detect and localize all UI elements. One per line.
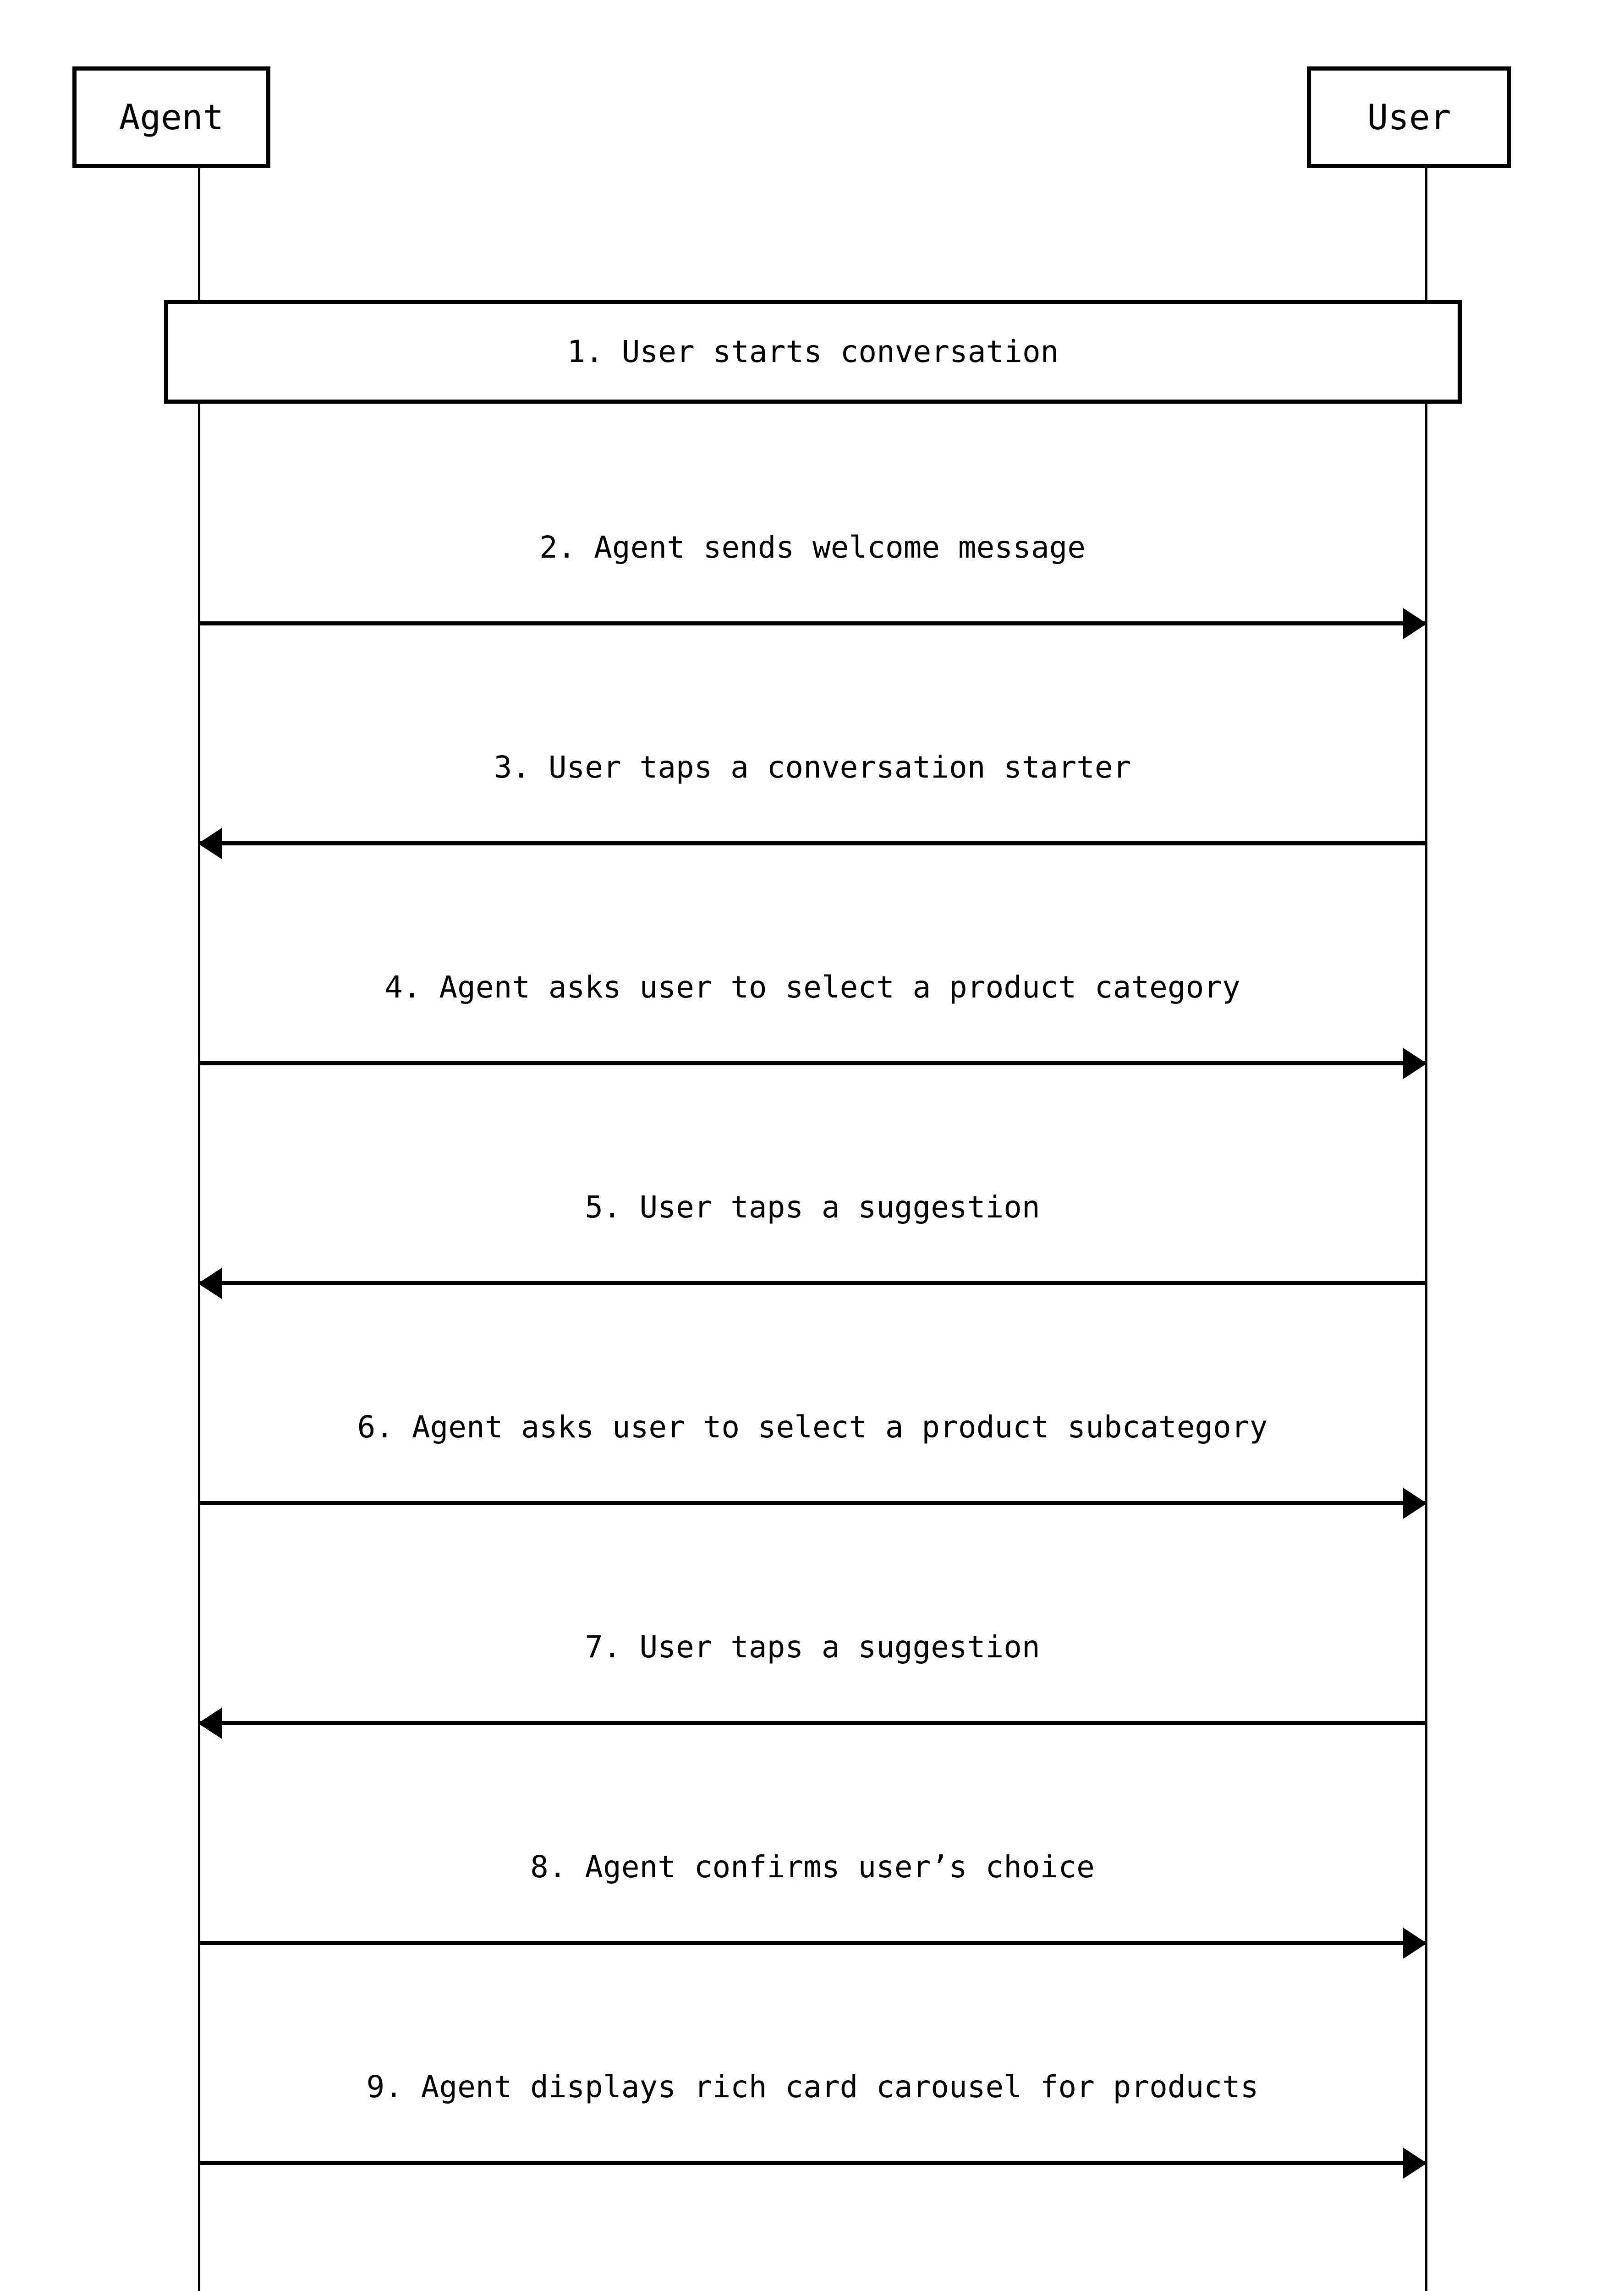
message-2-label: 2. Agent sends welcome message [539,530,1086,565]
message-5-label: 5. User taps a suggestion [585,1189,1040,1225]
arrowhead-right-icon [1403,1048,1427,1079]
message-7-line [199,1721,1426,1725]
message-8[interactable]: 8. Agent confirms user’s choice [199,1847,1427,1966]
message-7[interactable]: 7. User taps a suggestion [198,1627,1426,1746]
arrowhead-right-icon [1403,608,1427,639]
message-5[interactable]: 5. User taps a suggestion [198,1187,1426,1306]
message-10[interactable]: 10. User selects a product [199,2286,1426,2291]
arrowhead-right-icon [1403,1928,1427,1959]
message-6-line [199,1501,1426,1505]
arrowhead-left-icon [198,1708,222,1739]
message-3-label: 3. User taps a conversation starter [494,750,1131,785]
message-8-line [199,1941,1426,1945]
message-2-line [199,621,1426,625]
message-2[interactable]: 2. Agent sends welcome message [199,527,1427,646]
participant-agent-top-label: Agent [119,97,224,137]
participant-user-top-label: User [1367,97,1451,137]
arrowhead-left-icon [198,828,222,859]
message-5-line [199,1281,1426,1285]
message-4-label: 4. Agent asks user to select a product c… [384,970,1240,1005]
lifeline-agent [198,167,200,2291]
message-9[interactable]: 9. Agent displays rich card carousel for… [199,2066,1427,2186]
arrowhead-right-icon [1403,1488,1427,1519]
message-9-line [199,2161,1426,2165]
note-user-starts-conversation[interactable]: 1. User starts conversation [164,300,1462,404]
message-10-label: 10. User selects a product [199,2286,1426,2291]
participant-user-top[interactable]: User [1307,66,1511,168]
message-4[interactable]: 4. Agent asks user to select a product c… [199,967,1427,1086]
message-8-label: 8. Agent confirms user’s choice [530,1849,1095,1885]
lifeline-user [1425,167,1427,2291]
message-6[interactable]: 6. Agent asks user to select a product s… [199,1407,1427,1526]
arrowhead-right-icon [1403,2148,1427,2179]
note-text: 1. User starts conversation [567,334,1059,370]
message-3[interactable]: 3. User taps a conversation starter [198,747,1426,866]
arrowhead-left-icon [198,1268,222,1299]
message-9-label: 9. Agent displays rich card carousel for… [366,2069,1259,2105]
message-7-label: 7. User taps a suggestion [585,1629,1040,1665]
message-3-line [199,841,1426,845]
message-4-line [199,1061,1426,1065]
participant-agent-top[interactable]: Agent [72,66,270,168]
message-6-label: 6. Agent asks user to select a product s… [357,1409,1268,1445]
